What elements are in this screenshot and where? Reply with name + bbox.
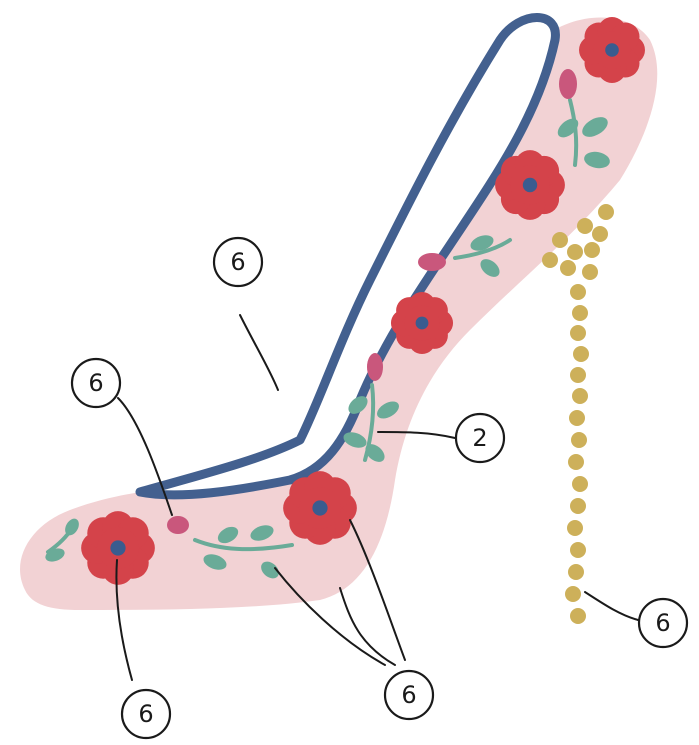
heel-dot-icon [570,608,586,624]
bud-icon [559,69,577,99]
callout-6-top-left: 6 [214,238,262,286]
heel-dot-icon [570,498,586,514]
callout-6-mid-left: 6 [72,359,120,407]
callout-6-heel: 6 [639,599,687,647]
heel-dot-icon [571,432,587,448]
bud-icon [418,253,446,271]
flower-center [312,500,327,515]
heel-dot-icon [569,410,585,426]
heel-dots [542,204,614,624]
flower-center [523,178,537,192]
bud-icon [167,516,189,534]
heel-dot-icon [592,226,608,242]
callout-text: 6 [401,681,416,709]
heel-dot-icon [572,305,588,321]
flower-icon [391,292,453,354]
heel-dot-icon [570,367,586,383]
callout-2-stem: 2 [456,414,504,462]
flower-center [416,317,429,330]
heel-dot-icon [598,204,614,220]
heel-dot-icon [568,564,584,580]
bud-icon [367,353,383,381]
heel-dot-icon [567,244,583,260]
heel-dot-icon [570,284,586,300]
heel-dot-icon [570,325,586,341]
flower-icon [81,511,155,585]
flower-center [605,43,619,57]
heel-dot-icon [573,346,589,362]
leader-line-heel [585,592,638,620]
heel-dot-icon [565,586,581,602]
callout-6-bottom-center: 6 [385,671,433,719]
flower-icon [495,150,565,220]
callout-text: 6 [138,700,153,728]
leader-line-top-left [240,315,278,390]
heel-dot-icon [552,232,568,248]
heel-dot-icon [572,476,588,492]
heel-dot-icon [577,218,593,234]
flower-icon [283,471,357,545]
callout-text: 2 [472,424,487,452]
heel-dot-icon [584,242,600,258]
flower-center [110,540,125,555]
heel-dot-icon [560,260,576,276]
callout-text: 6 [88,369,103,397]
callout-text: 6 [655,609,670,637]
callout-6-bottom-left: 6 [122,690,170,738]
flower-icon [579,17,645,83]
callout-text: 6 [230,248,245,276]
heel-dot-icon [568,454,584,470]
heel-dot-icon [572,388,588,404]
heel-dot-icon [570,542,586,558]
heel-dot-icon [542,252,558,268]
heel-dot-icon [582,264,598,280]
heel-dot-icon [567,520,583,536]
